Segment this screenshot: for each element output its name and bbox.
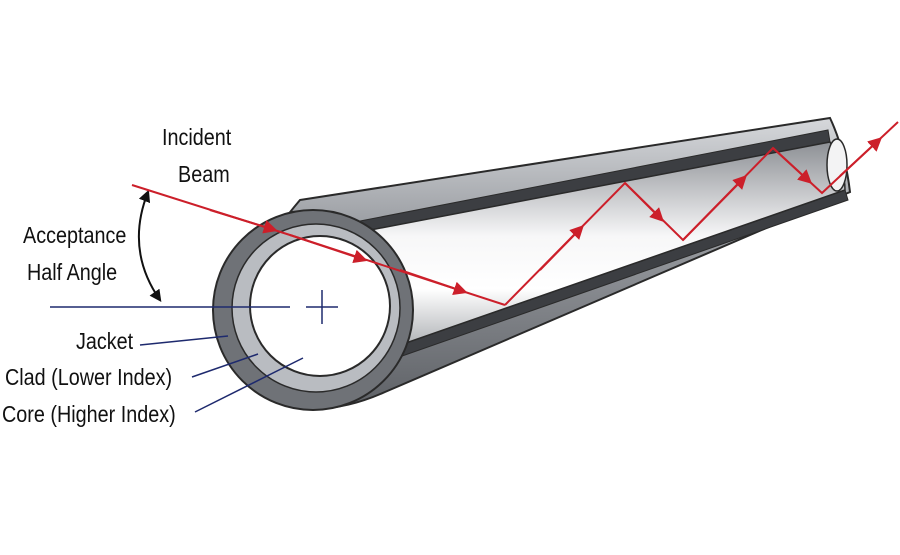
- beam-arrow-1: [209, 209, 278, 234]
- clad-leader: [191, 353, 259, 378]
- jacket-leader: [139, 335, 229, 346]
- beam-arrow-2: [289, 234, 368, 264]
- beam-arrow-8: [839, 137, 883, 177]
- beam-arrow-7: [772, 147, 813, 184]
- beam-arrow-6: [682, 175, 747, 241]
- core-leader: [194, 357, 304, 413]
- beam-arrow-3: [399, 269, 468, 296]
- incident-beam-label-line2: Beam: [178, 161, 230, 187]
- acceptance-half-angle-label-line2: Half Angle: [27, 259, 118, 285]
- beam-arrow-4: [539, 224, 584, 271]
- acceptance-half-angle-label-line1: Acceptance: [23, 222, 127, 248]
- far-end-opening: [826, 138, 848, 192]
- incident-beam-label-line1: Incident: [162, 124, 232, 150]
- core-face: [249, 235, 391, 377]
- core-label: Core (Higher Index): [2, 401, 176, 427]
- acceptance-angle-arc: [137, 189, 162, 302]
- beam-arrow-5: [624, 182, 664, 222]
- clad-label: Clad (Lower Index): [5, 364, 173, 390]
- jacket-label: Jacket: [76, 328, 134, 354]
